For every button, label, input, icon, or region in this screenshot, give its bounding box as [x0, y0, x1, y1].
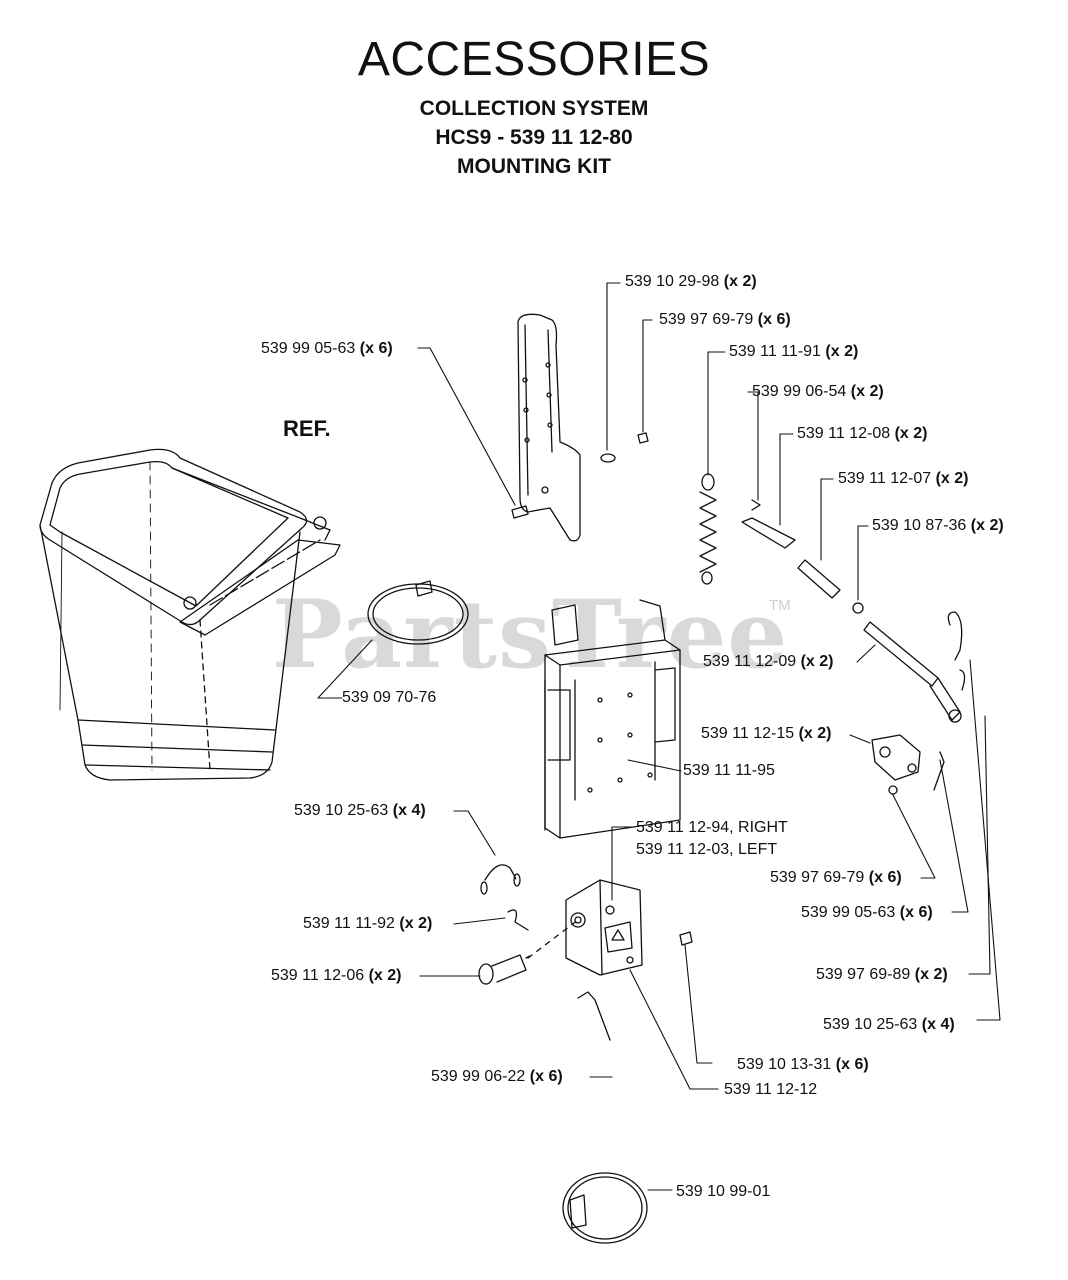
part-label-539-11-12-06: 539 11 12-06 (x 2) — [271, 967, 402, 984]
hose-clamp-illustration — [367, 580, 469, 645]
part-label-539-11-11-92: 539 11 11-92 (x 2) — [303, 915, 433, 932]
spring-illustration — [699, 473, 717, 585]
nut-illustration — [637, 432, 649, 444]
part-label-539-10-87-36: 539 10 87-36 (x 2) — [872, 517, 1004, 534]
bolt-illustration — [577, 991, 611, 1041]
bracket-illustration — [511, 313, 581, 542]
part-label-539-97-69-79-lower: 539 97 69-79 (x 6) — [770, 869, 902, 886]
mounting-plate-illustration — [544, 599, 681, 839]
bottom-hose-clamp-illustration — [562, 1172, 648, 1244]
part-label-539-11-12-15: 539 11 12-15 (x 2) — [701, 725, 832, 742]
part-label-539-10-13-31: 539 10 13-31 (x 6) — [737, 1056, 869, 1073]
hair-pin-clip-illustration — [507, 909, 529, 931]
lock-nut-illustration — [679, 931, 693, 946]
part-label-539-11-12-09: 539 11 12-09 (x 2) — [703, 653, 834, 670]
pivot-plate-illustration — [871, 734, 945, 795]
hitch-pin-illustration — [478, 954, 531, 985]
part-label-539-99-06-22: 539 99 06-22 (x 6) — [431, 1068, 563, 1085]
part-label-539-10-25-63-lower: 539 10 25-63 (x 4) — [823, 1016, 955, 1033]
part-label-539-11-12-12: 539 11 12-12 — [724, 1081, 818, 1098]
part-label-539-99-05-63: 539 99 05-63 (x 6) — [261, 340, 393, 357]
watermark-logo: PartsTree — [272, 580, 789, 690]
subtitle-model-number: HCS9 - 539 11 12-80 — [435, 126, 633, 149]
part-label-539-11-12-03-left: 539 11 12-03, LEFT — [636, 841, 778, 858]
part-label-539-09-70-76: 539 09 70-76 — [342, 689, 437, 706]
watermark-trademark: TM — [769, 597, 791, 614]
lift-rod-illustration — [741, 499, 966, 723]
reference-label: REF. — [283, 416, 331, 441]
subtitle-collection-system: COLLECTION SYSTEM — [419, 97, 649, 120]
leader-lines — [317, 282, 1001, 1191]
part-label-539-11-12-94-right: 539 11 12-94, RIGHT — [636, 819, 788, 836]
subtitle-mounting-kit: MOUNTING KIT — [457, 155, 611, 178]
part-label-539-11-11-91: 539 11 11-91 (x 2) — [729, 343, 859, 360]
grass-bag-illustration — [39, 448, 341, 781]
part-label-539-99-06-54: 539 99 06-54 (x 2) — [752, 383, 884, 400]
part-label-539-97-69-79: 539 97 69-79 (x 6) — [659, 311, 791, 328]
part-label-539-11-12-07: 539 11 12-07 (x 2) — [838, 470, 969, 487]
lanyard-cable-illustration — [480, 864, 521, 895]
part-label-539-10-99-01: 539 10 99-01 — [676, 1183, 771, 1200]
part-label-539-11-12-08: 539 11 12-08 (x 2) — [797, 425, 928, 442]
page-title: ACCESSORIES — [357, 33, 711, 86]
part-label-539-99-05-63-lower: 539 99 05-63 (x 6) — [801, 904, 933, 921]
hitch-bracket-illustration — [565, 879, 643, 976]
part-label-539-10-25-63: 539 10 25-63 (x 4) — [294, 802, 426, 819]
part-label-539-11-11-95: 539 11 11-95 — [683, 762, 775, 779]
part-label-539-97-69-89: 539 97 69-89 (x 2) — [816, 966, 948, 983]
part-label-539-10-29-98: 539 10 29-98 (x 2) — [625, 273, 757, 290]
washer-illustration — [600, 453, 616, 463]
